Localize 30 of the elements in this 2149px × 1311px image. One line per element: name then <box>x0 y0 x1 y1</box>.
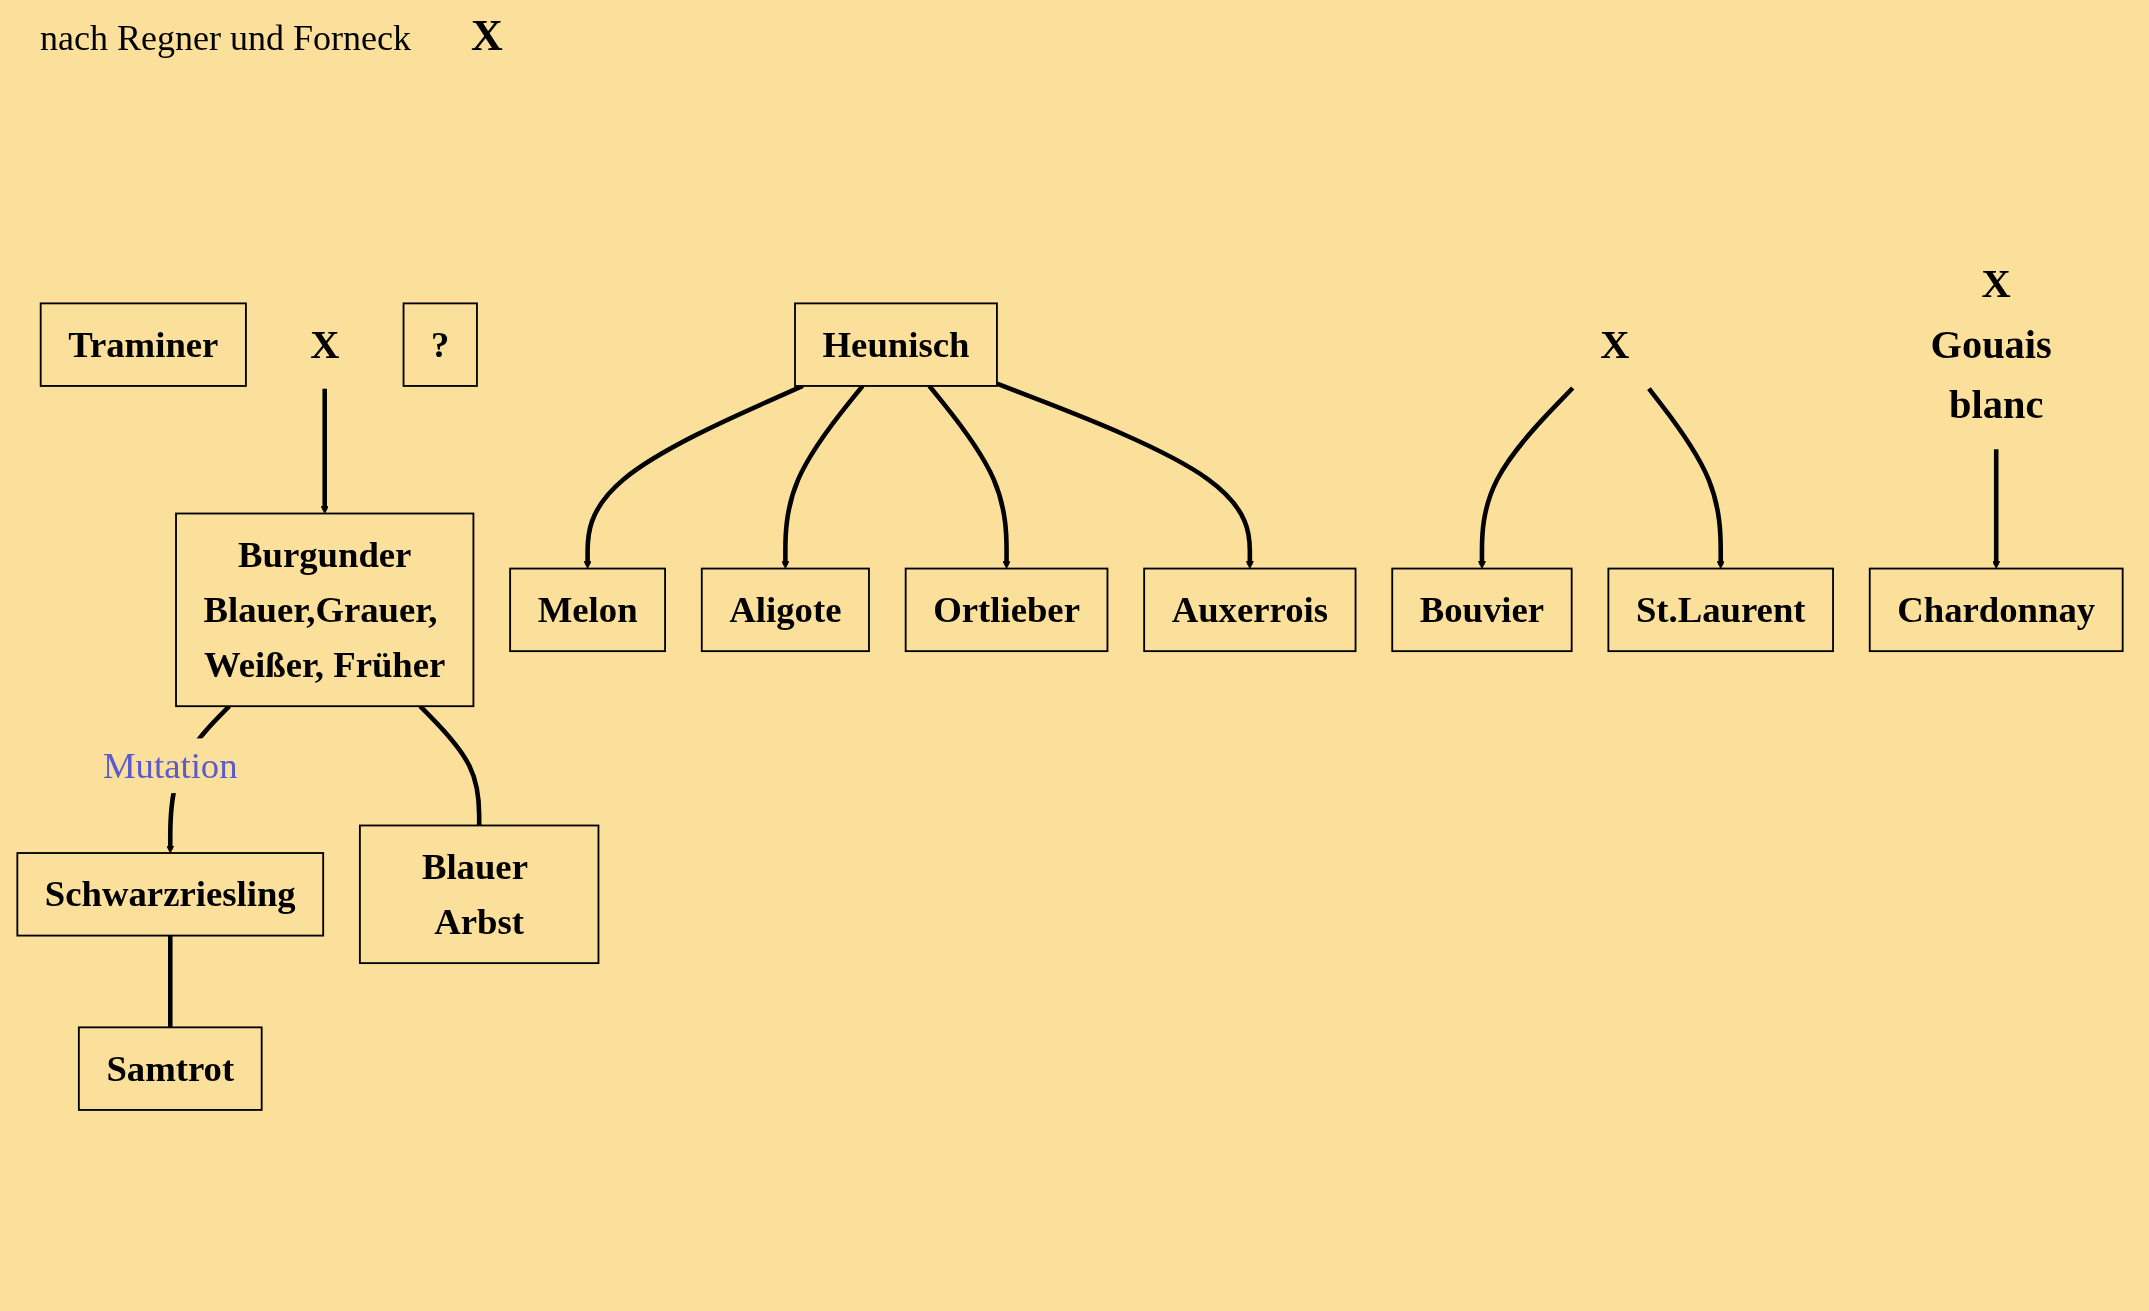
cross-sign: X <box>470 10 503 61</box>
node-text: X <box>310 321 340 367</box>
node-box <box>402 302 478 387</box>
arrow <box>320 388 329 514</box>
arrow <box>927 384 1011 569</box>
node-text: X <box>1981 261 2011 307</box>
node-box <box>77 1026 263 1111</box>
node-box <box>1391 567 1573 653</box>
arrow <box>1477 386 1575 569</box>
node-box <box>509 567 666 653</box>
node-box <box>16 852 325 937</box>
node-box <box>1868 567 2124 653</box>
edge-label: Mutation <box>102 744 238 787</box>
node-text: X <box>1600 321 1630 367</box>
node-box <box>39 302 247 387</box>
diagram: X Gouais blanc Traminer X ? Heunisch X Burgunder Blauer,Grauer, Weißer, Früher Melon Aligote Ortlieber Auxerrois Bouvier St.Laurent Chardonnay Mutation Blauer Arbst Schwarzriesling Samtrot <box>10 75 2130 1275</box>
node-box <box>358 824 600 965</box>
node-box <box>794 302 998 387</box>
arrow <box>996 381 1254 569</box>
node-box <box>700 567 870 653</box>
node-label: Gouais blanc <box>1930 321 2052 428</box>
arrow <box>1647 387 1725 569</box>
arrow <box>781 384 865 569</box>
arrow <box>1992 449 2001 569</box>
node-box <box>904 567 1109 653</box>
node-box <box>1607 567 1834 653</box>
connector <box>167 935 173 1028</box>
source-note: nach Regner und Forneck <box>40 17 411 59</box>
node-box <box>1143 567 1357 653</box>
node-box <box>175 512 475 708</box>
